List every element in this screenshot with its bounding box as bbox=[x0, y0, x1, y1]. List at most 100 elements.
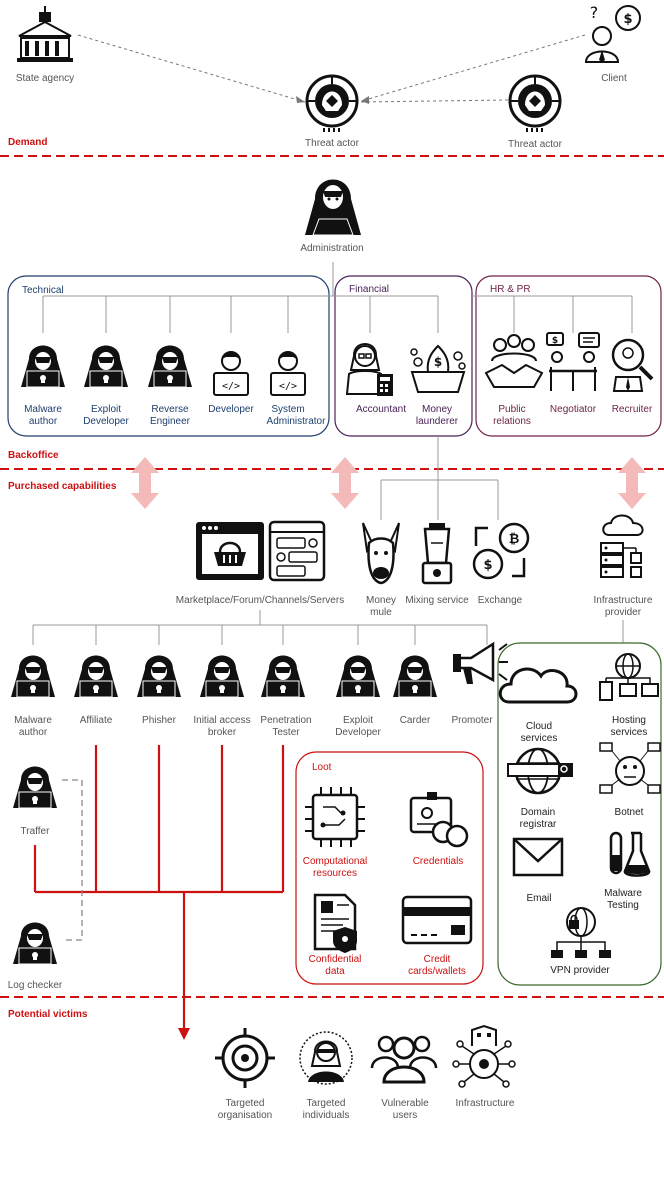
credentials-icon bbox=[409, 792, 469, 848]
section-victims: Potential victims bbox=[8, 1009, 88, 1020]
actor-label: Carder bbox=[400, 715, 431, 726]
actor-label: Developer bbox=[335, 727, 381, 738]
actor-label: Exploit bbox=[343, 715, 373, 726]
vpn-network-icon bbox=[551, 907, 611, 958]
infra-label: Cloud bbox=[526, 721, 552, 732]
loot-label: data bbox=[325, 966, 345, 977]
blender-icon bbox=[421, 523, 453, 585]
victim-label: Targeted bbox=[307, 1098, 346, 1109]
recruiter-icon bbox=[611, 338, 654, 392]
role-label: Reverse bbox=[151, 404, 189, 415]
forum-icon bbox=[268, 520, 326, 582]
mixing-label: Mixing service bbox=[405, 595, 469, 606]
svg-text:₿: ₿ bbox=[509, 532, 520, 547]
client-label: Client bbox=[601, 73, 627, 84]
role-label: Developer bbox=[83, 416, 129, 427]
hacker-icon bbox=[83, 345, 129, 388]
client-icon: $ ? bbox=[584, 3, 641, 63]
exchange-icon: ₿ $ bbox=[472, 522, 530, 580]
marketplace-icon bbox=[196, 522, 264, 580]
role-label: Accountant bbox=[356, 404, 406, 415]
victim-label: Vulnerable bbox=[381, 1098, 429, 1109]
developer-icon bbox=[213, 350, 249, 396]
infra-label: Hosting bbox=[612, 715, 646, 726]
svg-text:$: $ bbox=[483, 558, 492, 573]
hacker-icon bbox=[73, 655, 119, 698]
role-label: Engineer bbox=[150, 416, 191, 427]
donkey-icon bbox=[362, 522, 400, 585]
infra-label: VPN provider bbox=[550, 965, 610, 976]
infrastructure-icon bbox=[452, 1024, 516, 1088]
exchange-label: Exchange bbox=[478, 595, 523, 606]
infra-provider-label: provider bbox=[605, 607, 642, 618]
double-arrow-icon bbox=[131, 457, 159, 509]
role-label: launderer bbox=[416, 416, 459, 427]
section-purchased: Purchased capabilities bbox=[8, 481, 117, 492]
actor-label: Phisher bbox=[142, 715, 177, 726]
botnet-icon bbox=[599, 742, 661, 794]
accountant-icon bbox=[345, 343, 393, 396]
infra-label: Malware bbox=[604, 888, 642, 899]
loot-label: Confidential bbox=[309, 954, 362, 965]
role-label: relations bbox=[493, 416, 531, 427]
state-agency-label: State agency bbox=[16, 73, 74, 84]
svg-text:?: ? bbox=[590, 3, 599, 22]
chip-icon bbox=[305, 787, 365, 847]
svg-text:$: $ bbox=[623, 12, 632, 27]
actor-label: Affiliate bbox=[80, 715, 113, 726]
double-arrow-icon bbox=[618, 457, 646, 509]
role-label: Developer bbox=[208, 404, 254, 415]
loot-title: Loot bbox=[312, 762, 332, 773]
hacker-icon bbox=[136, 655, 182, 698]
hacker-icon bbox=[199, 655, 245, 698]
email-icon bbox=[512, 837, 564, 877]
hacker-icon bbox=[392, 655, 438, 698]
svg-text:$: $ bbox=[434, 355, 442, 369]
traffer-icon bbox=[12, 766, 58, 809]
log-checker-label: Log checker bbox=[8, 980, 63, 991]
technical-group: Technical Malware author Exploit Develop… bbox=[7, 275, 333, 437]
log-checker-icon bbox=[12, 922, 58, 965]
marketplace-label: Marketplace/Forum/Channels/Servers bbox=[176, 595, 344, 606]
building-icon bbox=[17, 6, 73, 62]
actor-label: Promoter bbox=[451, 715, 493, 726]
role-label: Money bbox=[422, 404, 452, 415]
victim-label: organisation bbox=[218, 1110, 272, 1121]
targeted-individual-icon bbox=[299, 1031, 353, 1085]
hacker-icon bbox=[260, 655, 306, 698]
demand-section: State agency $ ? Client Threat actor Thr… bbox=[16, 3, 641, 150]
infra-label: services bbox=[521, 733, 558, 744]
actor-label: Initial access bbox=[193, 715, 250, 726]
infra-label: Testing bbox=[607, 900, 639, 911]
public-relations-icon bbox=[484, 334, 544, 388]
hr-pr-title: HR & PR bbox=[490, 284, 531, 295]
traffer-label: Traffer bbox=[21, 826, 51, 837]
section-demand: Demand bbox=[8, 137, 47, 148]
attack-flow bbox=[33, 745, 285, 1030]
role-label: Exploit bbox=[91, 404, 121, 415]
money-mule-label: Money bbox=[366, 595, 396, 606]
loot-label: cards/wallets bbox=[408, 966, 466, 977]
infra-label: Domain bbox=[521, 807, 555, 818]
money-laundering-icon: $ bbox=[410, 344, 466, 393]
infra-provider-label: Infrastructure bbox=[594, 595, 653, 606]
double-arrow-icon bbox=[331, 457, 359, 509]
infrastructure-services-group: Cloud services Hosting services Domain r… bbox=[497, 642, 662, 986]
role-label: author bbox=[29, 416, 58, 427]
infra-label: Email bbox=[526, 893, 551, 904]
victim-arrow-icon bbox=[178, 1028, 190, 1040]
actor-label: Malware bbox=[14, 715, 52, 726]
users-group-icon bbox=[370, 1035, 438, 1084]
money-mule-label: mule bbox=[370, 607, 392, 618]
threat-actor-label-2: Threat actor bbox=[508, 139, 563, 150]
threat-actor-icon-2 bbox=[508, 74, 562, 134]
victim-label: users bbox=[393, 1110, 417, 1121]
role-label: System bbox=[271, 404, 304, 415]
infra-label: registrar bbox=[520, 819, 557, 830]
hacker-icon bbox=[20, 345, 66, 388]
role-label: Administrator bbox=[267, 416, 327, 427]
victim-label: Infrastructure bbox=[456, 1098, 515, 1109]
role-label: Malware bbox=[24, 404, 62, 415]
svg-text:$: $ bbox=[552, 336, 558, 346]
